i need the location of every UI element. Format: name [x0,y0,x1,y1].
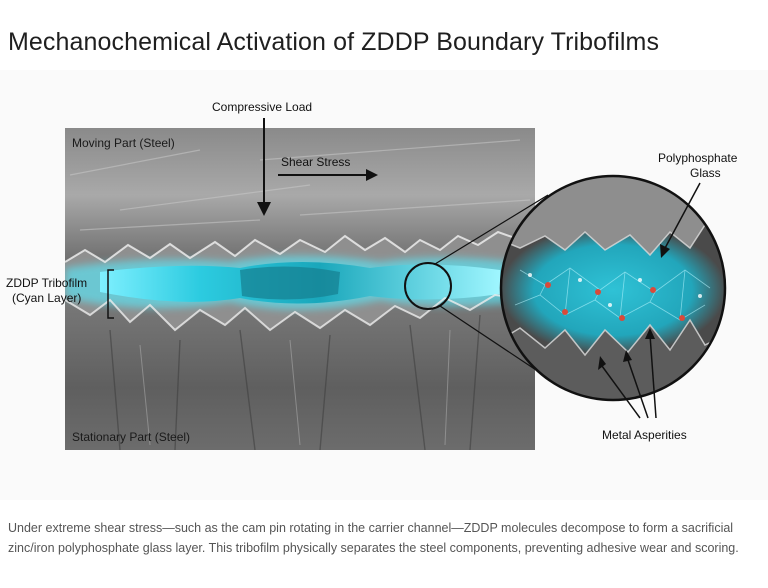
asperity-pointer-middle [627,359,649,419]
asperity-pointer-left [601,365,641,419]
stationary-part-label: Stationary Part (Steel) [72,430,190,444]
stationary-part-surface [65,295,535,450]
moving-part-label: Moving Part (Steel) [72,136,175,150]
tribofilm-bracket [107,269,114,319]
compressive-load-label: Compressive Load [212,100,312,114]
polyphosphate-label-line1: Polyphosphate [658,151,738,165]
polyphosphate-pointer [663,182,701,251]
shear-stress-label: Shear Stress [281,155,350,169]
tribofilm-diagram: Compressive Load Shear Stress Moving Par… [6,100,738,450]
figure-caption: Under extreme shear stress—such as the c… [8,521,739,555]
zoom-connector-bottom [439,305,549,379]
polyphosphate-glass [501,225,725,355]
tribofilm-label-line1: ZDDP Tribofilm [6,276,87,290]
page-title: Mechanochemical Activation of ZDDP Bound… [8,28,660,56]
polyphosphate-label-line2: Glass [690,166,721,180]
asperity-pointer-right [649,334,657,419]
moving-part-surface [65,128,535,262]
tribofilm-label-line2: (Cyan Layer) [12,291,81,305]
zoom-inset-border [499,174,727,402]
metal-asperities-label: Metal Asperities [602,428,687,442]
zoom-connector-top [434,194,549,265]
magnify-region-circle [404,262,452,310]
micrograph-panel [65,128,535,450]
zoom-inset [501,176,725,400]
